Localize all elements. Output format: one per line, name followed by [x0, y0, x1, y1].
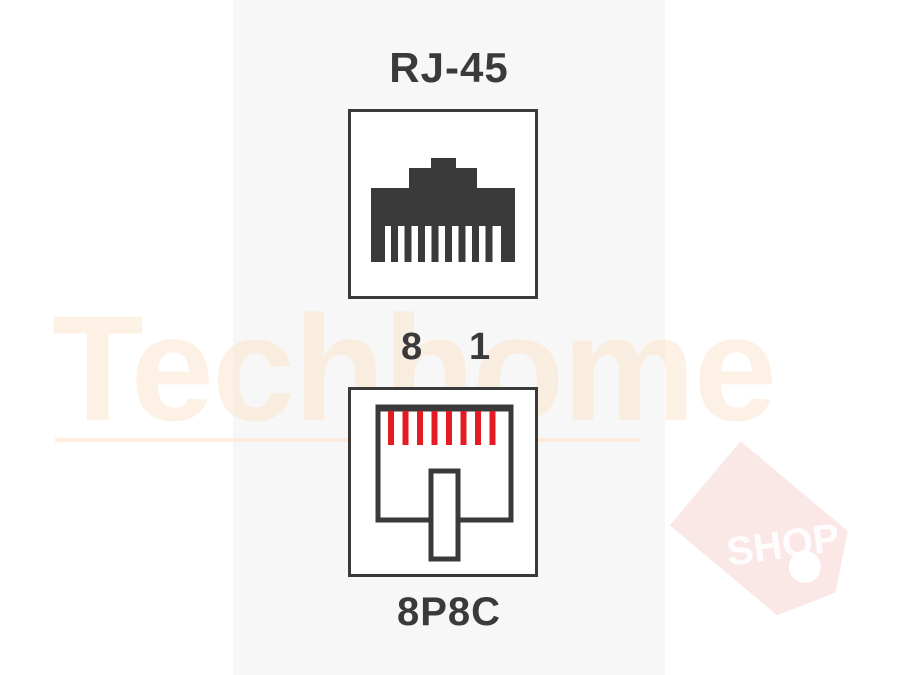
contact-pin — [402, 411, 409, 445]
contact-pin — [475, 411, 481, 445]
rj45-title: RJ-45 — [389, 44, 509, 91]
rj45-pin — [431, 224, 439, 262]
shop-tag-watermark: SHOP — [669, 441, 848, 616]
8p8c-title: 8P8C — [396, 590, 502, 634]
rj45-pin — [472, 224, 479, 262]
rj45-pin — [418, 224, 425, 262]
pin-number-1: 1 — [469, 326, 491, 368]
contact-pin — [388, 411, 394, 445]
tag-hole-icon — [788, 550, 821, 583]
rj45-pin-group — [391, 224, 493, 262]
pin-number-8: 8 — [401, 326, 423, 368]
contact-pin-group — [388, 411, 496, 445]
rj45-pin — [445, 224, 452, 262]
rj45-pin — [404, 224, 412, 262]
8p8c-jack-diagram — [348, 387, 538, 577]
contact-pin — [446, 411, 452, 445]
contact-pin — [460, 411, 467, 445]
rj45-pin — [391, 224, 398, 262]
rj45-plug-icon — [371, 158, 515, 262]
contact-pin — [489, 411, 496, 445]
rj45-pin — [485, 224, 493, 262]
contact-pin — [417, 411, 423, 445]
rj45-plug-diagram — [348, 109, 538, 299]
watermark-underline — [55, 438, 640, 442]
contact-pin — [431, 411, 438, 445]
rj45-pin — [458, 224, 466, 262]
8p8c-jack-icon — [375, 404, 514, 562]
